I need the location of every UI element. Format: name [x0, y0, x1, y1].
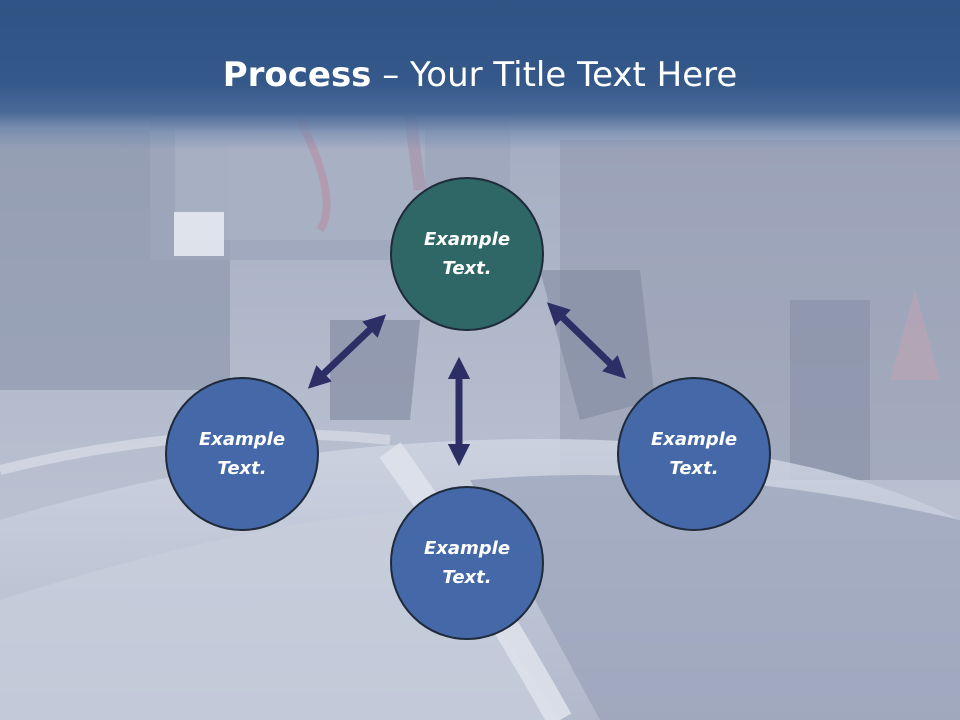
title-band [0, 0, 960, 150]
node-bottom-label: Example Text. [423, 538, 511, 588]
node-right-label: Example Text. [650, 429, 738, 479]
process-node-right: Example Text. [617, 377, 771, 531]
double-arrow-diagonal-left-icon [307, 314, 387, 389]
process-node-left: Example Text. [165, 377, 319, 531]
process-node-bottom: Example Text. [390, 486, 544, 640]
title-bold-part: Process [222, 55, 372, 95]
node-top-label: Example Text. [423, 229, 511, 279]
title-rest-part: – Your Title Text Here [371, 55, 738, 95]
double-arrow-diagonal-right-icon [546, 302, 627, 379]
slide-title: Process – Your Title Text Here [0, 52, 960, 98]
process-node-top: Example Text. [390, 177, 544, 331]
node-left-label: Example Text. [198, 429, 286, 479]
